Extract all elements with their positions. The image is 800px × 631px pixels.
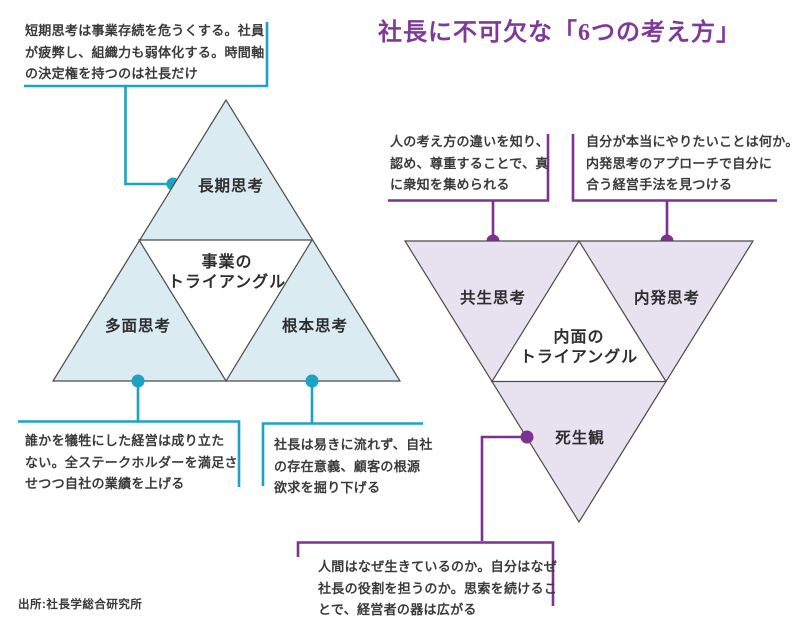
short-term-callout-border (24, 22, 269, 88)
stakeholder-callout-border (18, 420, 241, 487)
callout-essence: 社長は易きに流れず、自社 の存在意義、顧客の根源 欲求を掘り下げる (274, 434, 433, 499)
callout-naihatsu-line1: 自分が本当にやりたいことは何か。 (586, 134, 799, 149)
callout-essence-line3: 欲求を掘り下げる (274, 480, 381, 495)
short-term-connector-line (124, 87, 170, 186)
label-intrinsic-thinking: 内発思考 (633, 290, 701, 307)
callout-shiseikan-line2: 社長の役割を担うのか。思索を続けるこ (318, 580, 558, 596)
callout-kyosei-line2: 認め、尊重することで、真 (390, 155, 549, 171)
callout-naihatsu-line3: 合う経営手法を見つける (586, 177, 733, 192)
callout-kyosei-line3: に衆知を集められる (390, 177, 510, 192)
callout-shiseikan-line1: 人間はなぜ生きているのか。自分はなぜ (318, 559, 558, 574)
page-title: 社長に不可欠な「6つの考え方」 (378, 20, 741, 46)
callout-short-term: 短期思考は事業存続を危うくする。社員 が疲弊し、組織力も弱体化する。時間軸 の決… (25, 20, 264, 85)
callout-stakeholder-line1: 誰かを犠牲にした経営は成り立た (25, 433, 225, 448)
inner-triangle-title: 内面の トライアングル (520, 328, 638, 368)
inner-triangle-center (490, 239, 668, 383)
source-note: 出所:社長学総合研究所 (18, 599, 143, 611)
callout-naihatsu-line2: 内発思考のアプローチで自分に (586, 155, 773, 171)
stakeholder-connector-dot (131, 374, 145, 388)
callout-shiseikan: 人間はなぜ生きているのか。自分はなぜ 社長の役割を担うのか。思索を続けるこ とで… (318, 556, 557, 621)
callout-short-term-line3: の決定権を持つのは社長だけ (25, 66, 198, 81)
essence-callout-border (261, 422, 423, 486)
inner-triangle-title-line2: トライアングル (519, 349, 639, 366)
shiseikan-connector-line (480, 435, 524, 541)
inner-triangle-title-line1: 内面の (553, 329, 605, 346)
label-fundamental-thinking: 根本思考 (281, 318, 349, 335)
label-multifaceted-thinking: 多面思考 (104, 318, 172, 335)
callout-stakeholder: 誰かを犠牲にした経営は成り立た ない。全ステークホルダーを満足さ せつつ自社の業… (25, 430, 238, 495)
business-triangle-title-line1: 事業の (201, 254, 253, 271)
label-long-term-thinking: 長期思考 (197, 178, 265, 195)
business-triangle-title-line2: トライアングル (167, 274, 287, 291)
naihatsu-callout-border (571, 134, 777, 202)
essence-connector-dot (305, 374, 319, 388)
callout-stakeholder-line3: せつつ自社の業績を上げる (25, 476, 185, 491)
callout-shiseikan-line3: とで、経営者の器は広がる (318, 602, 477, 617)
callout-essence-line2: の存在意義、顧客の根源 (274, 458, 421, 474)
business-triangle-title: 事業の トライアングル (168, 253, 286, 293)
callout-kyosei: 人の考え方の違いを知り、 認め、尊重することで、真 に衆知を集められる (390, 131, 549, 196)
shiseikan-connector-dot (520, 430, 534, 444)
kyosei-callout-border (388, 134, 550, 202)
callout-naihatsu: 自分が本当にやりたいことは何か。 内発思考のアプローチで自分に 合う経営手法を見… (586, 131, 799, 196)
shiseikan-callout-border (296, 541, 555, 606)
callout-short-term-line2: が疲弊し、組織力も弱体化する。時間軸 (25, 44, 265, 60)
callout-kyosei-line1: 人の考え方の違いを知り、 (390, 134, 550, 149)
callout-stakeholder-line2: ない。全ステークホルダーを満足さ (25, 454, 238, 470)
label-symbiotic-thinking: 共生思考 (459, 290, 527, 307)
business-triangle-center (137, 239, 314, 383)
callout-short-term-line1: 短期思考は事業存続を危うくする。社員 (25, 23, 265, 38)
label-view-of-life-and-death: 死生観 (555, 430, 605, 447)
callout-essence-line1: 社長は易きに流れず、自社 (274, 437, 433, 452)
